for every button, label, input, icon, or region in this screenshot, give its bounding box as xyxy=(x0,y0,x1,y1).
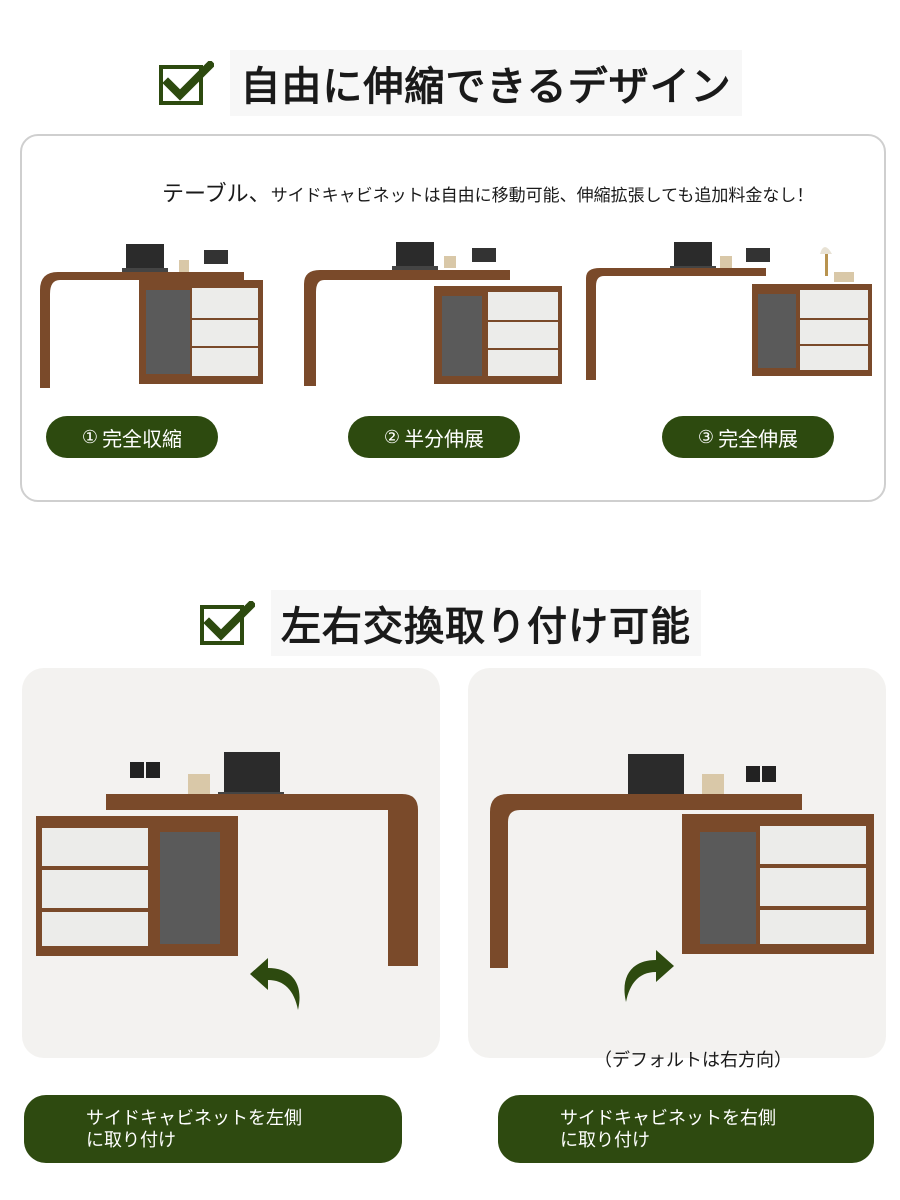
left-mount-label: サイドキャビネットを左側 に取り付け xyxy=(24,1095,402,1163)
section-title: 左右交換取り付け可能 xyxy=(271,590,701,656)
mode-label: 完全伸展 xyxy=(718,426,799,451)
stretch-caption: テーブル、サイドキャビネットは自由に移動可能、伸縮拡張しても追加料金なし！ xyxy=(162,176,814,208)
rotate-arrow-icon xyxy=(250,958,300,1010)
right-mount-label: サイドキャビネットを右側 に取り付け xyxy=(498,1095,874,1163)
rotate-arrow-icon xyxy=(624,950,674,1002)
desk-left-cabinet xyxy=(36,752,418,966)
check-icon xyxy=(199,599,257,645)
mode-label: 半分伸展 xyxy=(404,426,485,451)
page-title: 自由に伸縮できるデザイン xyxy=(230,50,742,116)
default-direction-note: （デフォルトは右方向） xyxy=(594,1050,792,1071)
mode-label: 完全収縮 xyxy=(102,426,183,451)
mode-number: ③ xyxy=(697,426,715,448)
desk-fully-extended xyxy=(586,242,872,380)
desk-right-cabinet xyxy=(490,754,874,968)
check-icon xyxy=(158,59,217,105)
section-heading-swap: 左右交換取り付け可能 xyxy=(0,590,900,656)
mode-number: ② xyxy=(383,426,401,448)
mode-number: ① xyxy=(81,426,99,448)
left-mount-card xyxy=(22,668,440,1058)
caption-rest: サイドキャビネットは自由に移動可能、伸縮拡張しても追加料金なし！ xyxy=(270,186,814,206)
desk-half-extended xyxy=(304,242,562,386)
caption-lead: テーブル、 xyxy=(162,182,271,207)
desk-fully-retracted xyxy=(40,244,263,388)
right-mount-card: （デフォルトは右方向） xyxy=(468,668,886,1071)
section-heading-stretch: 自由に伸縮できるデザイン xyxy=(0,50,900,116)
